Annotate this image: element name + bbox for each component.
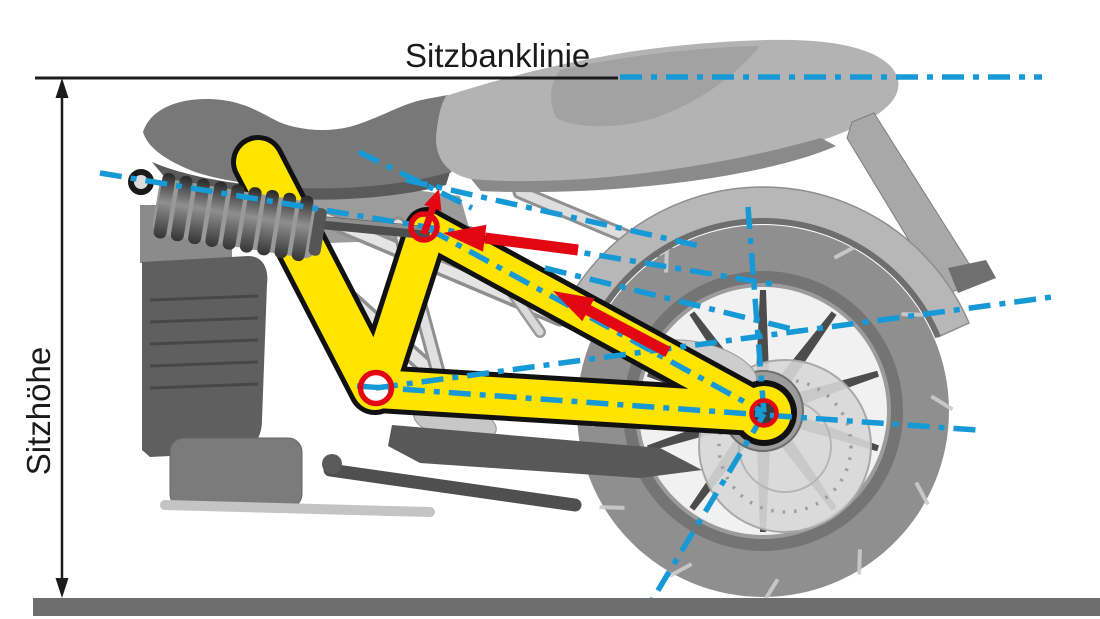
construction-line-wheel-vertical <box>745 206 767 415</box>
swingarm-photo <box>388 425 702 478</box>
dimension-arrowhead-up <box>55 78 69 98</box>
gearbox <box>169 437 303 509</box>
engine-fins <box>149 294 259 390</box>
force-arrow-horizontal-head <box>443 224 487 252</box>
force-arrow-up-head <box>424 189 442 211</box>
stay-foot <box>948 260 996 293</box>
seat-line-label: Sitzbanklinie <box>405 37 591 74</box>
fender-shadow <box>585 218 941 339</box>
measurement-annotations <box>35 76 618 598</box>
rider-seat <box>143 95 452 190</box>
force-arrows <box>357 189 779 428</box>
ground-bar <box>33 598 1100 616</box>
engine-block <box>142 256 268 457</box>
pivot-marker-lower <box>357 369 395 407</box>
side-stand <box>323 463 582 512</box>
force-arrow-up-shaft <box>420 205 437 236</box>
link-arm <box>358 212 445 406</box>
pillion-pad <box>551 46 760 127</box>
shock-absorber <box>128 169 431 262</box>
construction-line-swingarm-axis <box>356 383 978 433</box>
force-arrow-diagonal-head <box>553 291 595 322</box>
tail-underside <box>471 138 836 193</box>
motorcycle-photo <box>140 39 996 603</box>
construction-line-upper <box>405 177 701 249</box>
construction-line-wheel-diagonal <box>642 412 767 614</box>
lower-rail <box>160 500 435 517</box>
force-arrow-diagonal-shaft <box>585 305 671 357</box>
force-arrow-horizontal-shaft <box>484 232 579 256</box>
pivot-marker-axle <box>749 398 779 428</box>
dimension-arrowhead-down <box>55 578 69 598</box>
shock-spring <box>152 173 327 262</box>
seat-height-label: Sitzhöhe <box>20 346 57 476</box>
pivot-marker-upper <box>408 211 440 243</box>
construction-line-lower-ray <box>375 294 1053 391</box>
construction-line-strut-axis <box>427 226 765 415</box>
stand-pivot <box>322 454 342 474</box>
